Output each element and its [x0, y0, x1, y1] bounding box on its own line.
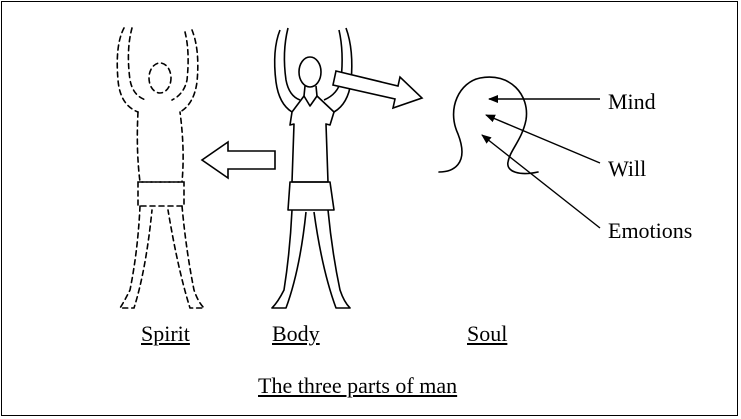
soul-shape: [439, 77, 538, 173]
soul-label: Soul: [467, 322, 507, 346]
body-left-leg: [272, 210, 306, 308]
arrow-emotions: [482, 135, 600, 228]
spirit-right-arm: [180, 30, 198, 112]
arrow-will: [486, 115, 600, 163]
spirit-right-leg: [168, 206, 204, 308]
spirit-label: Spirit: [141, 322, 190, 346]
body-label: Body: [272, 322, 320, 346]
arrow-to-soul: [333, 71, 422, 108]
arrow-to-spirit: [202, 142, 275, 178]
mind-label: Mind: [608, 90, 656, 114]
body-figure: [272, 28, 352, 308]
body-right-arm: [334, 28, 352, 112]
will-label: Will: [608, 157, 646, 181]
body-right-arm-inner: [324, 30, 342, 100]
spirit-right-arm-inner: [172, 32, 188, 100]
body-skirt: [288, 182, 334, 210]
spirit-torso: [137, 112, 183, 182]
spirit-head: [149, 63, 171, 93]
body-right-leg: [314, 210, 350, 308]
body-shirt: [290, 96, 334, 182]
spirit-left-arm: [117, 28, 138, 112]
figure-caption: The three parts of man: [258, 374, 457, 398]
spirit-left-leg: [120, 206, 152, 308]
spirit-hip-band: [138, 182, 184, 206]
spirit-left-arm-inner: [128, 28, 146, 100]
body-left-arm-inner: [284, 28, 300, 100]
emotions-label: Emotions: [608, 219, 692, 243]
body-head: [299, 57, 321, 87]
spirit-figure: [117, 28, 204, 308]
body-left-arm: [275, 30, 292, 112]
